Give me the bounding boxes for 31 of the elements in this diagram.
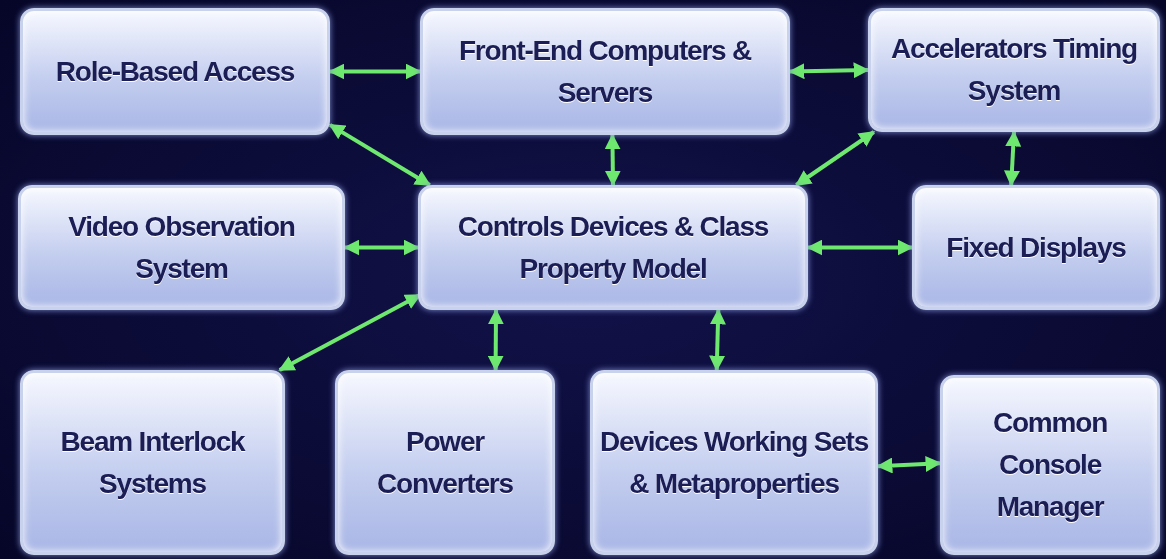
process-box	[940, 375, 1160, 555]
box-label: Power Converters	[376, 424, 514, 501]
double-arrow	[795, 130, 876, 187]
double-arrow	[806, 239, 914, 256]
box-label: Devices Working Sets & Metaproperties	[599, 424, 869, 501]
process-box	[912, 185, 1160, 310]
double-arrow	[788, 62, 870, 80]
process-box	[868, 8, 1160, 132]
double-arrow	[709, 308, 726, 372]
double-arrow	[1003, 130, 1022, 187]
box-label: Fixed Displays	[946, 230, 1126, 265]
double-arrow	[876, 455, 942, 474]
box-label: Video Observation System	[67, 209, 296, 286]
box-label: Role-Based Access	[55, 54, 295, 89]
box-label: Common Console Manager	[991, 406, 1109, 524]
process-box	[420, 8, 790, 135]
process-box	[18, 185, 345, 310]
double-arrow	[604, 133, 621, 187]
process-box	[590, 370, 878, 555]
double-arrow	[328, 63, 422, 80]
double-arrow	[328, 123, 432, 187]
double-arrow	[343, 239, 420, 256]
box-label: Front-End Computers & Servers	[457, 33, 753, 110]
box-label: Controls Devices & Class Property Model	[456, 209, 770, 286]
process-box	[20, 8, 330, 135]
process-box	[418, 185, 808, 310]
process-box	[20, 370, 285, 555]
process-box	[335, 370, 555, 555]
double-arrow	[487, 308, 504, 372]
box-label: Accelerators Timing System	[890, 32, 1138, 108]
box-label: Beam Interlock Systems	[59, 424, 247, 501]
